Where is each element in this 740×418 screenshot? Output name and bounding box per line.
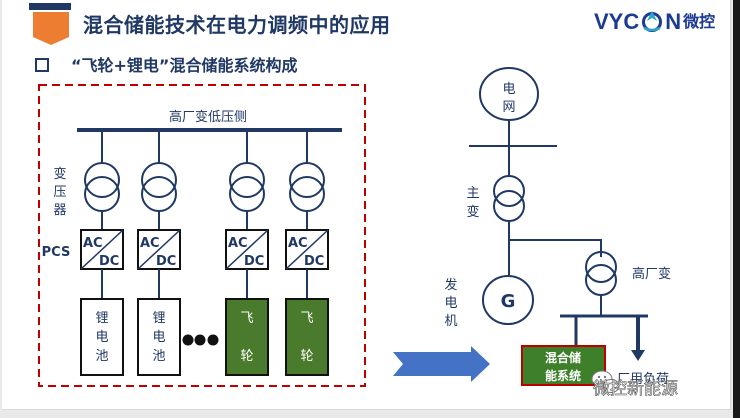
transformer-winding-2: [141, 176, 177, 212]
transformer-label-1: 变: [53, 166, 66, 182]
flywheel-unit: [285, 298, 329, 376]
main-transformer-winding-1: [493, 175, 525, 207]
ellipsis-dot: [207, 334, 219, 346]
flywheel-label-char: 轮: [300, 349, 313, 364]
flywheel-label-char: 飞: [300, 311, 313, 326]
hybrid-system-frame: [38, 84, 366, 387]
converter-diagonal: [80, 229, 124, 270]
ellipsis-dot: [182, 334, 194, 346]
title-badge-bar: [29, 3, 71, 10]
grid-label-1: 电: [502, 82, 515, 97]
transformer-winding-2: [289, 176, 325, 212]
converter-dc-label: DC: [99, 254, 119, 269]
converter-dc-label: DC: [304, 254, 324, 269]
ellipsis-dot: [194, 334, 206, 346]
converter-ac-label: AC: [140, 236, 160, 251]
title-badge-icon: [33, 12, 69, 45]
hybrid-storage-box: [521, 345, 606, 386]
pcs-label: PCS: [42, 245, 71, 260]
converter-diagonal: [225, 229, 269, 270]
transformer-winding-2: [229, 176, 265, 212]
generator-label-1: 发: [444, 277, 457, 293]
converter-ac-label: AC: [288, 236, 308, 251]
generator-label-2: 电: [444, 296, 457, 311]
generator-label-3: 机: [444, 314, 457, 329]
transformer-winding-2: [84, 176, 120, 212]
logo-o-emblem-icon: [642, 11, 663, 32]
transformer-label-2: 压: [53, 185, 66, 200]
section-heading: “飞轮+锂电”混合储能系统构成: [35, 52, 297, 76]
hybrid-storage-label-2: 能系统: [545, 368, 581, 383]
transformer-winding-1: [84, 162, 120, 198]
main-transformer-label-2: 变: [466, 204, 479, 220]
converter-dc-label: DC: [244, 254, 264, 269]
bullet-square-icon: [35, 58, 49, 72]
logo-text-left: VYC: [594, 9, 640, 34]
generator-g: G: [501, 291, 516, 312]
transformer-winding-1: [229, 162, 265, 198]
converter-diagonal: [285, 229, 329, 270]
converter-diagonal: [137, 229, 181, 270]
window-edge: [733, 0, 740, 418]
grid-label-2: 网: [502, 100, 515, 115]
main-transformer-label-1: 主: [466, 186, 479, 201]
load-arrow-icon: [631, 350, 645, 361]
flywheel-label-char: 轮: [240, 349, 253, 364]
station-transformer-winding-2: [585, 264, 617, 296]
bus-label: 高厂变低压侧: [169, 109, 247, 125]
battery-label-char: 电: [95, 330, 108, 345]
battery-label-char: 池: [95, 349, 108, 364]
battery-unit: [80, 298, 124, 376]
converter-dc-label: DC: [156, 254, 176, 269]
battery-label-char: 锂: [95, 311, 108, 326]
logo-chinese: 微控: [683, 14, 716, 31]
hybrid-storage-label-1: 混合储: [545, 350, 581, 365]
flywheel-label-char: 飞: [240, 311, 253, 326]
battery-label-char: 池: [152, 349, 165, 364]
transformer-winding-1: [289, 162, 325, 198]
plant-load-label: 厂用负荷: [617, 372, 669, 387]
converter-ac-label: AC: [228, 236, 248, 251]
transformer-winding-1: [141, 162, 177, 198]
battery-unit: [137, 298, 181, 376]
battery-label-char: 电: [152, 330, 165, 345]
wechat-icon: [591, 370, 620, 393]
generator-symbol: [482, 275, 534, 325]
flywheel-unit: [225, 298, 269, 376]
flow-arrow-icon: [393, 346, 490, 382]
page-title: 混合储能技术在电力调频中的应用: [83, 13, 391, 37]
logo-text-right: N: [665, 9, 682, 34]
battery-label-char: 锂: [152, 311, 165, 326]
section-heading-text: “飞轮+锂电”混合储能系统构成: [71, 56, 298, 75]
station-transformer-winding-1: [585, 251, 617, 283]
station-feeder-line: [509, 239, 602, 257]
converter-ac-label: AC: [83, 236, 103, 251]
transformer-label-3: 器: [53, 203, 66, 218]
station-transformer-label: 高厂变: [632, 266, 671, 282]
watermark-text: 微控新能源: [593, 379, 679, 400]
